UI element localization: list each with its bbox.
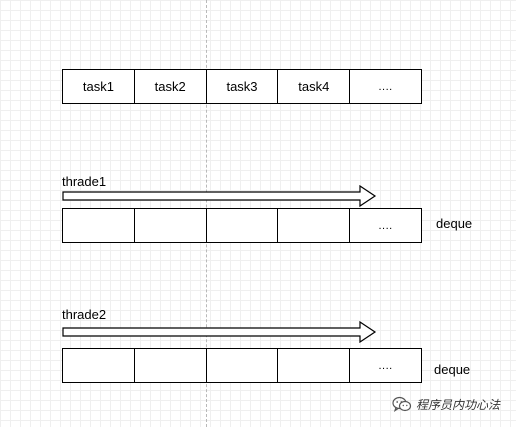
thread2-deque-cell-4	[278, 349, 351, 382]
thread2-deque-label: deque	[434, 362, 471, 377]
thread1-deque-label: deque	[436, 216, 473, 231]
thread1-deque-cell-3	[207, 209, 279, 242]
task-queue-row: task1 task2 task3 task4 ....	[62, 69, 422, 104]
task-cell-3: task3	[207, 70, 279, 103]
thread1-deque-cell-1	[63, 209, 135, 242]
thread2-deque-cell-1	[63, 349, 135, 382]
thread2-deque-row: ....	[62, 348, 422, 383]
task-cell-1: task1	[63, 70, 135, 103]
wechat-icon	[392, 396, 412, 412]
thread1-deque-cell-ellipsis: ....	[378, 219, 393, 232]
watermark: 程序员内功心法	[392, 396, 500, 413]
thread1-arrow-icon	[62, 185, 377, 207]
task-cell-ellipsis: ....	[378, 80, 393, 93]
thread1-deque-cell-4	[278, 209, 351, 242]
thread1-deque-cell-2	[135, 209, 207, 242]
thread2-arrow-icon	[62, 321, 377, 343]
task-cell-2: task2	[135, 70, 207, 103]
thread1-label: thrade1	[62, 174, 107, 189]
thread2-deque-cell-2	[135, 349, 207, 382]
thread2-deque-cell-3	[207, 349, 279, 382]
thread1-deque-row: ....	[62, 208, 422, 243]
watermark-text: 程序员内功心法	[416, 398, 501, 412]
thread2-deque-cell-ellipsis: ....	[378, 359, 393, 372]
thread2-label: thrade2	[62, 307, 107, 322]
task-cell-4: task4	[278, 70, 351, 103]
